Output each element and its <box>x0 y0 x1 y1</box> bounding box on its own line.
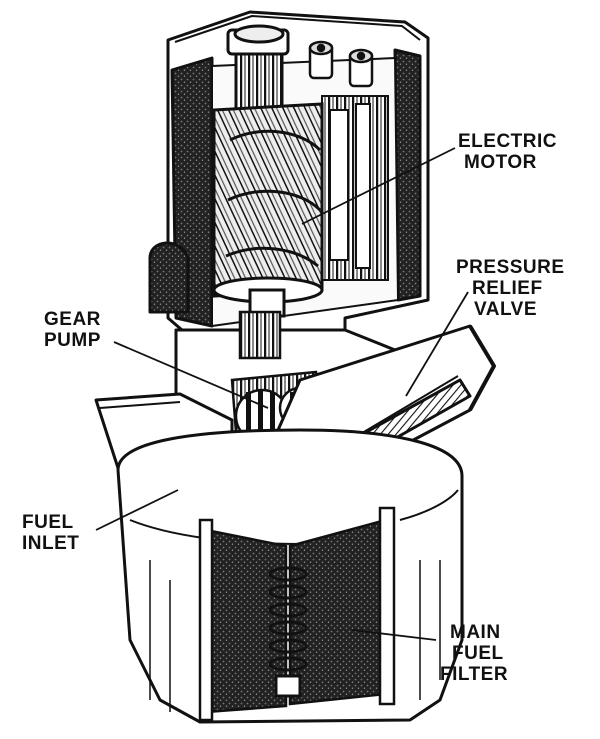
label-pressure-relief-valve: PRESSURE RELIEF VALVE <box>456 257 565 320</box>
main-fuel-filter-element <box>198 506 396 722</box>
leader-lines <box>95 147 469 641</box>
leader-electric-motor <box>301 147 456 225</box>
label-fuel-inlet: FUEL INLET <box>22 512 80 554</box>
armature <box>212 102 324 318</box>
field-magnets <box>321 95 389 281</box>
filter-spring <box>268 566 308 698</box>
leader-pressure-relief-valve <box>405 291 469 397</box>
leader-gear-pump <box>113 341 269 409</box>
leader-main-fuel-filter <box>351 629 437 641</box>
label-gear-pump: GEAR PUMP <box>44 309 101 351</box>
label-main-fuel-filter: MAIN FUEL FILTER <box>440 622 509 685</box>
terminal-posts <box>308 40 374 88</box>
armature-shaft-end <box>226 24 290 116</box>
label-electric-motor: ELECTRIC MOTOR <box>458 131 557 173</box>
leader-fuel-inlet <box>95 489 179 531</box>
